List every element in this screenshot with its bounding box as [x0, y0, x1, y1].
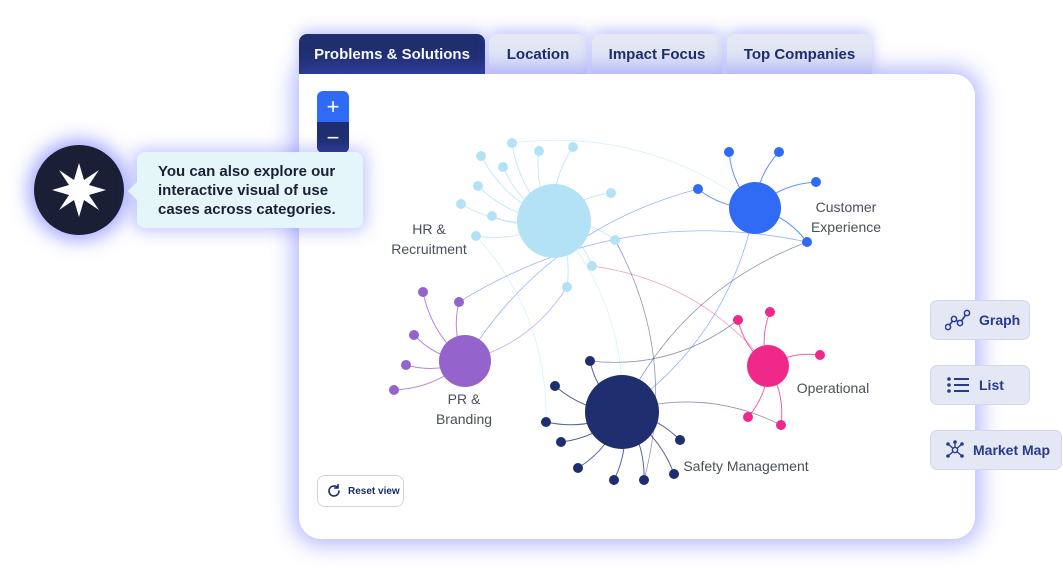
graph-node[interactable] — [541, 417, 551, 427]
graph-edge — [475, 235, 547, 423]
cluster-hub-pr[interactable] — [439, 335, 491, 387]
graph-node[interactable] — [610, 235, 620, 245]
graph-node[interactable] — [389, 385, 399, 395]
graph-node[interactable] — [776, 420, 786, 430]
cluster-label-op: Operational — [797, 380, 869, 396]
graph-node[interactable] — [401, 360, 411, 370]
graph-edge — [621, 241, 808, 413]
refresh-icon — [328, 483, 340, 497]
cluster-label-cx: Experience — [811, 219, 881, 235]
tab-location[interactable]: Location — [489, 34, 587, 74]
zoom-controls: + − — [317, 91, 349, 153]
tooltip-line: cases across categories. — [158, 201, 336, 218]
graph-node[interactable] — [815, 350, 825, 360]
cluster-label-pr: Branding — [436, 411, 492, 427]
cluster-hub-cx[interactable] — [729, 182, 781, 234]
tab-impact-focus[interactable]: Impact Focus — [592, 34, 722, 74]
tooltip-line: You can also explore our — [158, 163, 336, 180]
reset-view-button[interactable]: Reset view — [317, 475, 404, 507]
graph-node[interactable] — [765, 307, 775, 317]
graph-node[interactable] — [585, 356, 595, 366]
list-view-button[interactable]: List — [930, 365, 1030, 405]
list-view-label: List — [979, 377, 1004, 393]
graph-edge — [591, 265, 769, 367]
cluster-label-hr: HR & — [412, 221, 446, 237]
cluster-label-hr: Recruitment — [391, 241, 467, 257]
graph-node[interactable] — [473, 181, 483, 191]
graph-node[interactable] — [693, 184, 703, 194]
cluster-label-cx: Customer — [816, 199, 877, 215]
cluster-hub-sm[interactable] — [585, 375, 659, 449]
graph-node[interactable] — [675, 435, 685, 445]
graph-node[interactable] — [454, 297, 464, 307]
sparkle-badge — [34, 145, 124, 235]
list-icon — [947, 377, 969, 393]
cluster-label-sm: Safety Management — [683, 458, 808, 474]
graph-node[interactable] — [550, 381, 560, 391]
graph-node[interactable] — [587, 261, 597, 271]
tab-problems-solutions[interactable]: Problems & Solutions — [299, 34, 485, 74]
graph-node[interactable] — [573, 463, 583, 473]
graph-node[interactable] — [562, 282, 572, 292]
network-icon — [946, 440, 964, 458]
graph-node[interactable] — [476, 151, 486, 161]
graph-node[interactable] — [811, 177, 821, 187]
graph-node[interactable] — [606, 188, 616, 198]
graph-node[interactable] — [669, 469, 679, 479]
zoom-out-button[interactable]: − — [317, 122, 349, 153]
cluster-hub-hr[interactable] — [517, 184, 591, 258]
graph-node[interactable] — [418, 287, 428, 297]
graph-node[interactable] — [456, 199, 466, 209]
star-burst-icon — [52, 163, 106, 217]
graph-node[interactable] — [609, 475, 619, 485]
graph-node[interactable] — [733, 315, 743, 325]
graph-node[interactable] — [802, 237, 812, 247]
graph-edge — [511, 139, 756, 209]
zoom-in-button[interactable]: + — [317, 91, 349, 122]
graph-node[interactable] — [507, 138, 517, 148]
graph-edge — [458, 230, 808, 303]
graph-icon — [945, 309, 971, 331]
graph-node[interactable] — [556, 437, 566, 447]
graph-node[interactable] — [409, 330, 419, 340]
explore-tooltip: You can also explore our interactive vis… — [128, 152, 363, 228]
graph-node[interactable] — [743, 412, 753, 422]
graph-view-button[interactable]: Graph — [930, 300, 1030, 340]
cluster-label-pr: PR & — [448, 391, 481, 407]
graph-edge — [589, 319, 739, 363]
graph-node[interactable] — [498, 162, 508, 172]
cluster-hub-op[interactable] — [747, 345, 789, 387]
graph-node[interactable] — [568, 142, 578, 152]
market-map-view-label: Market Map — [973, 442, 1051, 458]
graph-node[interactable] — [534, 146, 544, 156]
market-map-view-button[interactable]: Market Map — [930, 430, 1062, 470]
graph-node[interactable] — [487, 211, 497, 221]
tab-top-companies[interactable]: Top Companies — [727, 34, 872, 74]
graph-edge — [614, 239, 657, 481]
reset-view-label: Reset view — [348, 485, 400, 497]
graph-node[interactable] — [774, 147, 784, 157]
tooltip-line: interactive visual of use — [158, 182, 329, 199]
graph-node[interactable] — [471, 231, 481, 241]
graph-node[interactable] — [639, 475, 649, 485]
graph-view-label: Graph — [979, 312, 1021, 328]
graph-node[interactable] — [724, 147, 734, 157]
graph-nodes — [389, 138, 825, 485]
